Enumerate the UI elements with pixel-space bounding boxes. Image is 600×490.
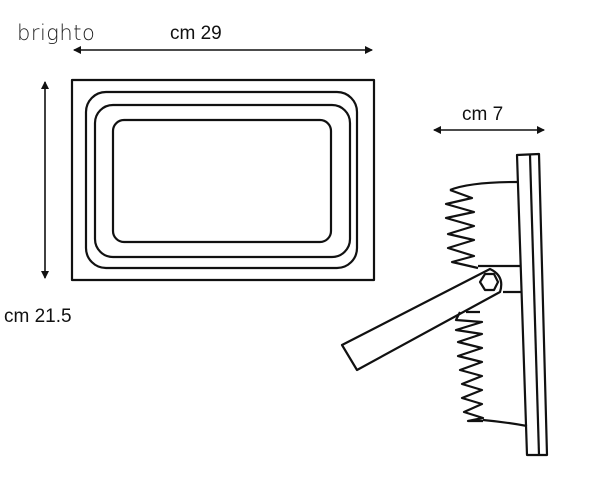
side-body-bottom <box>482 418 528 428</box>
width-label: cm 29 <box>170 23 222 44</box>
heatsink-fins-top-icon <box>444 188 479 270</box>
front-view <box>70 78 376 282</box>
brand-logo: brighto <box>17 21 95 45</box>
front-bezel-inner <box>93 103 352 259</box>
front-lens <box>111 118 333 244</box>
hinge-block <box>478 264 521 294</box>
height-label: cm 21.5 <box>4 306 72 327</box>
side-body-top <box>449 180 518 192</box>
side-front-plate <box>515 152 549 457</box>
mounting-bracket <box>340 267 503 372</box>
hinge-bolt-icon <box>478 272 500 292</box>
front-frame <box>70 78 376 282</box>
heatsink-fins-bottom-icon <box>454 310 485 423</box>
side-plate-edge <box>528 154 541 456</box>
front-bezel-outer <box>84 90 359 270</box>
side-view <box>340 152 549 457</box>
depth-label: cm 7 <box>462 104 503 125</box>
